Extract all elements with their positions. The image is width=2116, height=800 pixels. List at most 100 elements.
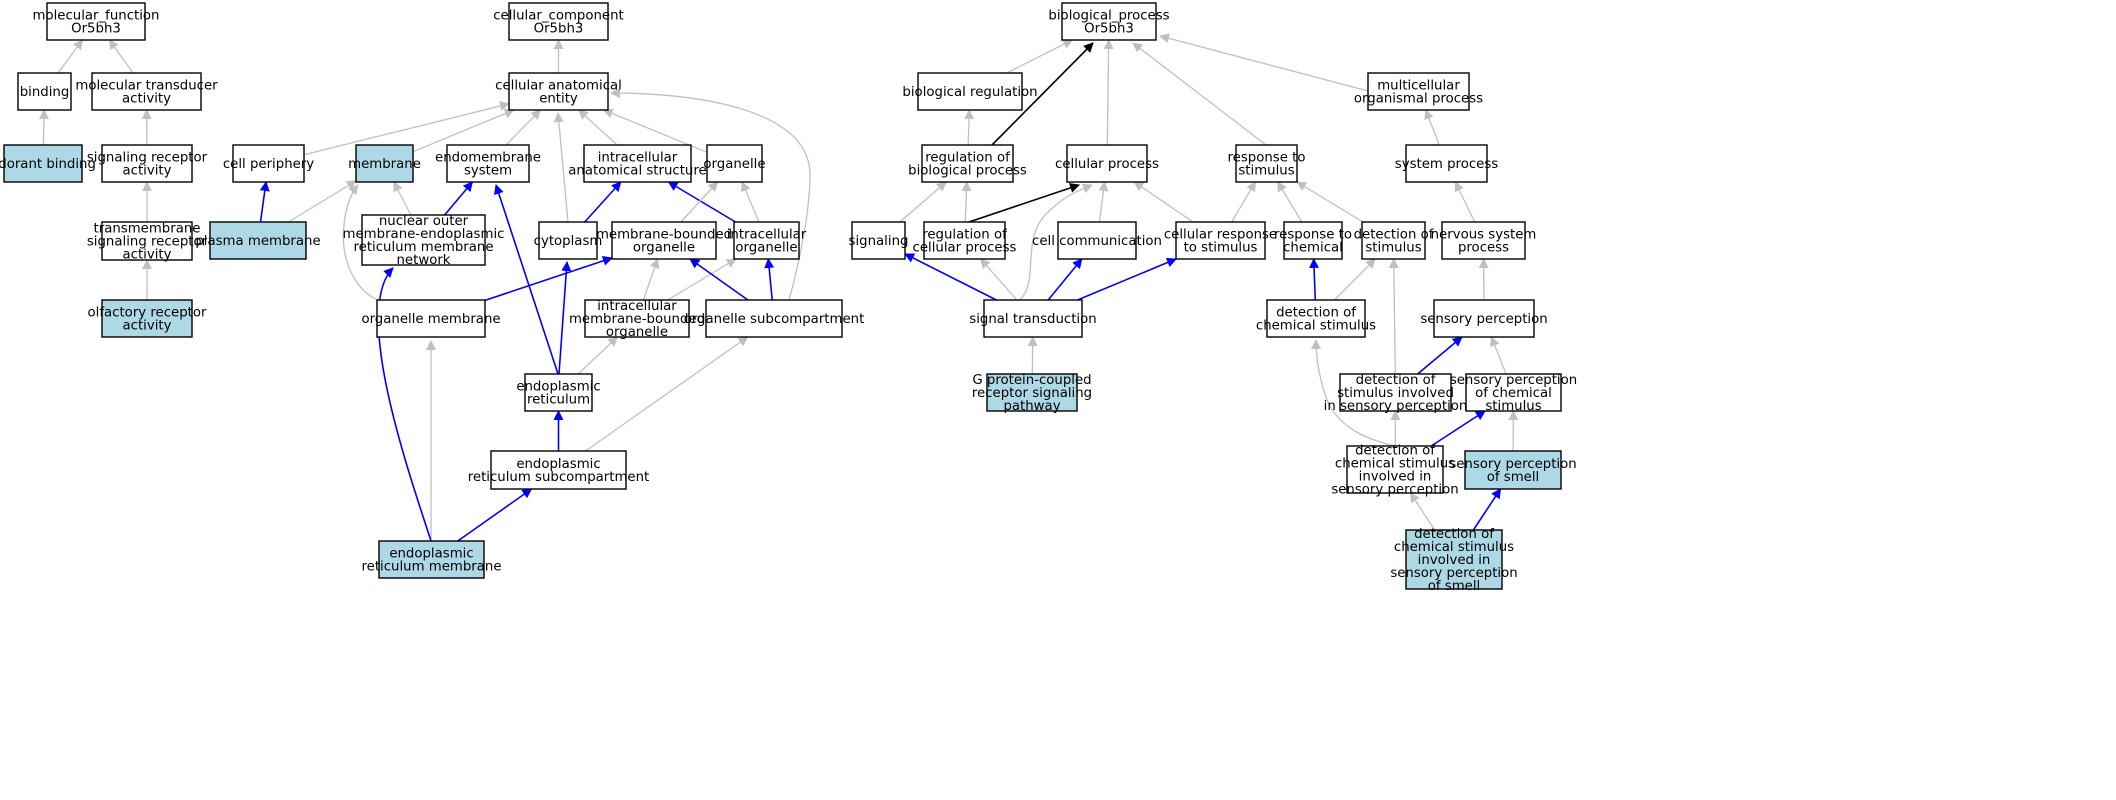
node-binding[interactable]: binding: [17, 72, 72, 111]
node-cellular-process[interactable]: cellular process: [1055, 144, 1159, 183]
edge-is-a-signaling-to-reg-bio-proc: [899, 181, 947, 223]
node-organelle-membrane[interactable]: organelle membrane: [361, 299, 501, 338]
node-box: [983, 299, 1083, 338]
node-cell-periphery[interactable]: cell periphery: [223, 144, 314, 183]
edge-is-a-gpcr-pathway-to-signal-trans: [1027, 336, 1038, 375]
node-plasma-membrane[interactable]: plasma membrane: [195, 221, 321, 260]
node-label-line: biological_process: [1048, 9, 1169, 24]
node-nuclear-outer[interactable]: nuclear outermembrane-endoplasmicreticul…: [343, 214, 505, 268]
edge-is-a-cytoplasm-to-cae: [553, 112, 569, 223]
node-label-line: to stimulus: [1184, 241, 1258, 256]
node-label-line: endomembrane: [435, 151, 541, 166]
node-label-line: detection of: [1276, 306, 1356, 321]
node-label-line: detection of: [1356, 373, 1436, 388]
edge-part-of-cytoplasm-to-intracellular-as: [584, 181, 622, 223]
node-label-line: reticulum membrane: [361, 560, 501, 575]
edge-is-a-intracellular-org-to-organelle: [741, 181, 760, 223]
node-label-line: activity: [122, 92, 171, 107]
node-label-line: stimulus: [1238, 164, 1294, 179]
edge-is-a-detect-chem-sensory-to-detect-chem-stim: [1311, 339, 1396, 447]
node-label-line: nuclear outer: [379, 214, 469, 229]
edge-is-a-cell-periphery-to-cae: [303, 101, 510, 156]
node-label-line: membrane-endoplasmic: [343, 227, 505, 242]
edge-part-of-detect-chem-smell-to-sensory-smell: [1472, 488, 1502, 531]
node-system-process[interactable]: system process: [1395, 144, 1498, 183]
node-label-line: odorant binding: [0, 157, 96, 172]
node-label-line: activity: [122, 164, 171, 179]
edge-part-of-er-membrane-to-nuclear-outer: [377, 267, 432, 542]
edge-part-of-detect-chem-sensory-to-sensory-chem: [1430, 410, 1486, 447]
node-label-line: sensory perception: [1420, 312, 1547, 327]
node-label-line: system: [464, 164, 512, 179]
edge-is-a-er-subcomp-to-organelle-subcomp: [585, 336, 749, 452]
node-bio-reg[interactable]: biological regulation: [902, 72, 1038, 111]
node-label-line: endoplasmic: [389, 547, 473, 562]
node-organelle[interactable]: organelle: [703, 144, 766, 183]
node-label-line: chemical stimulus: [1335, 457, 1455, 472]
node-signal-trans[interactable]: signal transduction: [969, 299, 1097, 338]
node-box: [355, 144, 414, 183]
edge-is-a-nuclear-outer-to-membrane: [393, 181, 412, 216]
node-box: [1061, 2, 1157, 41]
node-membrane[interactable]: membrane: [348, 144, 421, 183]
node-label-line: nervous system: [1431, 228, 1537, 243]
node-label-line: molecular_function: [33, 9, 160, 24]
node-label-line: G protein-coupled: [972, 373, 1091, 388]
node-cell-comm[interactable]: cell communication: [1032, 221, 1162, 260]
node-label-line: signaling receptor: [87, 151, 208, 166]
node-box: [1057, 221, 1137, 260]
edge-is-a-odorant-binding-to-binding: [38, 109, 49, 146]
node-box: [490, 450, 627, 490]
node-box: [101, 221, 193, 261]
edge-is-a-sensory-chem-to-sensory-perception: [1490, 336, 1507, 375]
node-box: [851, 221, 906, 260]
node-label-line: cytoplasm: [534, 234, 603, 249]
edge-is-a-resp-chem-to-response-stimulus: [1277, 181, 1303, 223]
node-box: [376, 299, 486, 338]
node-signaling[interactable]: signaling: [849, 221, 909, 260]
node-label-line: chemical stimulus: [1256, 319, 1376, 334]
edges-layer: [38, 33, 1519, 542]
node-cytoplasm[interactable]: cytoplasm: [534, 221, 603, 260]
edge-part-of-er-membrane-to-er-subcomp: [457, 488, 533, 542]
node-sensory-perception[interactable]: sensory perception: [1420, 299, 1548, 338]
node-label-line: membrane-bounded: [596, 228, 732, 243]
edge-is-a-organelle-subcomp-to-cae: [610, 88, 811, 301]
node-organelle-subcomp[interactable]: organelle subcompartment: [684, 299, 865, 338]
edge-is-a-detect-stim-to-response-stimulus: [1296, 181, 1364, 223]
node-odorant-binding[interactable]: odorant binding: [0, 144, 96, 183]
node-label-line: stimulus involved: [1337, 386, 1454, 401]
